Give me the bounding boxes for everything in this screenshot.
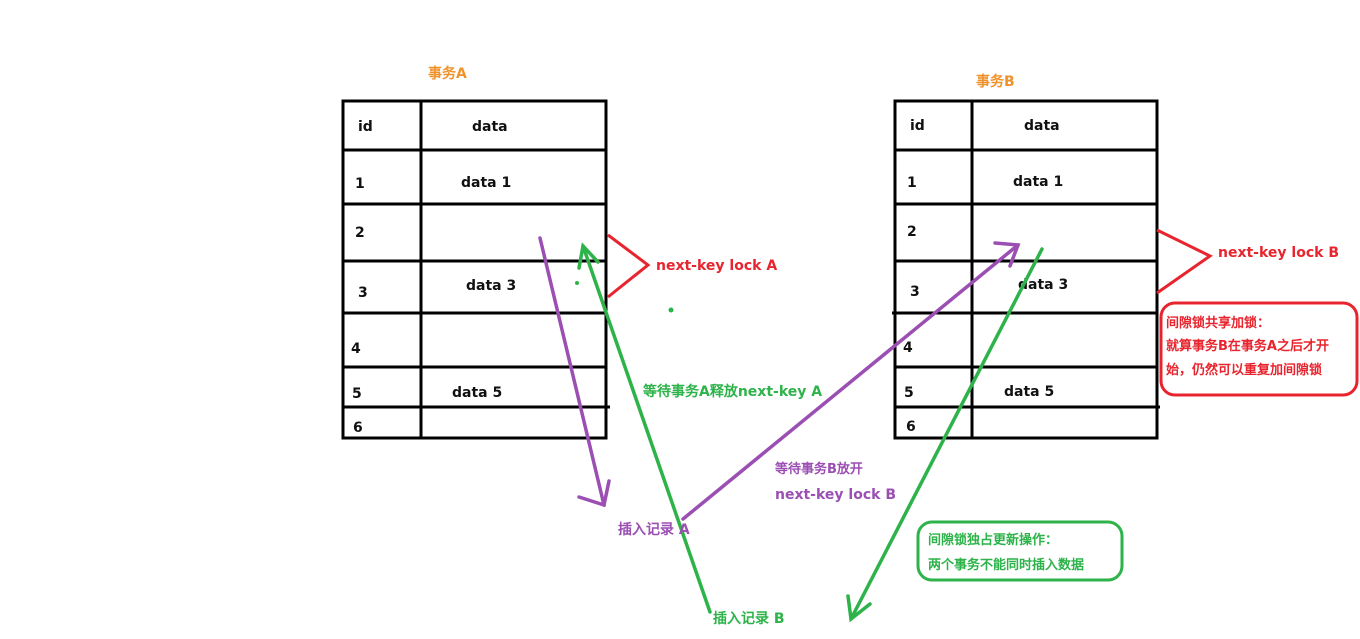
table-b-header-id: id (910, 118, 925, 134)
table-a-row-1-id: 1 (355, 176, 365, 192)
table-a-header-data: data (472, 119, 508, 135)
table-a-row-2-id: 2 (355, 225, 365, 241)
table-b-row-5-data: data 5 (1004, 384, 1054, 400)
green-dot-2 (668, 307, 674, 313)
lock-a-label: next-key lock A (656, 258, 777, 274)
green-arrow-wait-a (577, 242, 712, 614)
table-b-row-6-id: 6 (906, 419, 916, 435)
exclusive-gap-lock-box (916, 520, 1124, 582)
table-a-row-5-data: data 5 (452, 385, 502, 401)
table-b-row-3-id: 3 (910, 284, 920, 300)
table-a-row-4-id: 4 (351, 341, 361, 357)
insert-a-label: 插入记录 A (618, 521, 690, 538)
lock-b-bracket (1156, 228, 1213, 295)
transaction-b-title: 事务B (976, 73, 1015, 90)
shared-box-line-1: 间隙锁共享加锁： (1166, 315, 1270, 331)
wait-b-label-line-1: 等待事务B放开 (774, 461, 863, 477)
table-a-row-1-data: data 1 (461, 175, 511, 191)
green-dot-1 (575, 281, 579, 285)
table-a-row-3-data: data 3 (466, 278, 516, 294)
green-arrow-insert-b (846, 247, 1044, 623)
table-b-row-5-id: 5 (904, 385, 914, 401)
table-b-row-3-data: data 3 (1018, 277, 1068, 293)
exclusive-box-line-1: 间隙锁独占更新操作： (928, 532, 1058, 548)
purple-arrow-insert-a (538, 236, 611, 508)
table-a-row-5-id: 5 (352, 386, 362, 402)
table-b-row-1-data: data 1 (1013, 174, 1063, 190)
purple-arrow-wait-b (681, 241, 1021, 521)
table-a-header-id: id (358, 119, 373, 135)
shared-box-line-2: 就算事务B在事务A之后才开 (1166, 338, 1329, 354)
exclusive-box-line-2: 两个事务不能同时插入数据 (928, 557, 1084, 573)
transaction-a-title: 事务A (428, 65, 467, 82)
table-b-header-data: data (1024, 118, 1060, 134)
transaction-a-table (341, 99, 610, 440)
table-b-row-1-id: 1 (907, 175, 917, 191)
table-a-row-3-id: 3 (358, 285, 368, 301)
wait-b-label-line-2: next-key lock B (775, 487, 896, 503)
table-b-row-4-id: 4 (903, 340, 913, 356)
table-b-row-2-id: 2 (907, 224, 917, 240)
lock-a-bracket (607, 233, 651, 299)
table-a-row-6-id: 6 (353, 420, 363, 436)
wait-a-label: 等待事务A释放next-key A (643, 383, 822, 400)
shared-gap-lock-box (1159, 301, 1359, 397)
insert-b-label: 插入记录 B (713, 610, 785, 627)
shared-box-line-3: 始，仍然可以重复加间隙锁 (1166, 362, 1322, 378)
lock-b-label: next-key lock B (1218, 245, 1339, 261)
